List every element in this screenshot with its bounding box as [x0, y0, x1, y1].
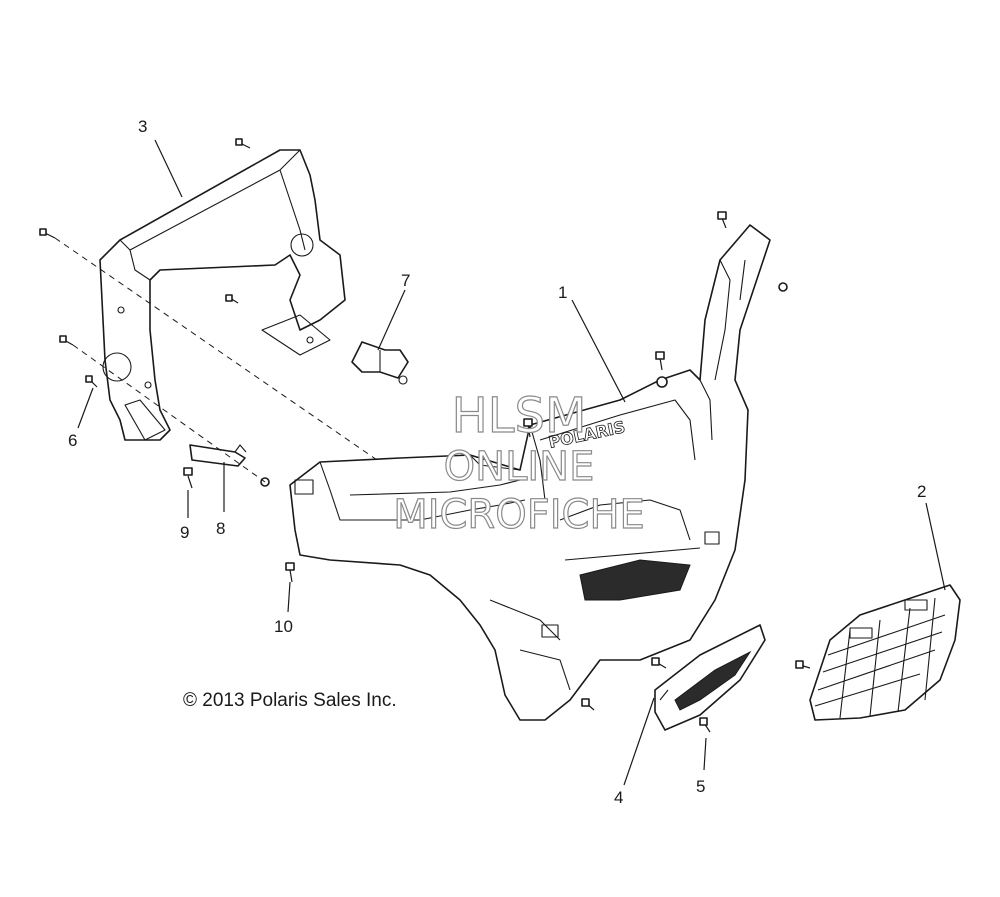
part-8-clip	[189, 444, 247, 467]
callout-6: 6	[68, 431, 77, 450]
fasteners	[39, 138, 811, 733]
screw-icon	[85, 375, 98, 388]
callout-10: 10	[274, 617, 293, 636]
screw-icon	[699, 717, 711, 733]
watermark-line-1: HLSM	[452, 388, 587, 444]
screw-icon	[39, 228, 56, 239]
watermark-line-2: ONLINE	[444, 444, 595, 490]
copyright-notice: © 2013 Polaris Sales Inc.	[183, 690, 397, 711]
callout-3: 3	[138, 117, 147, 136]
screw-icon	[656, 376, 668, 388]
alignment-line	[72, 344, 266, 483]
part-7-bracket	[351, 341, 409, 385]
screw-icon	[581, 698, 595, 711]
callout-7: 7	[401, 271, 410, 290]
screw-icon	[235, 138, 251, 149]
callout-9: 9	[180, 523, 189, 542]
callout-5: 5	[696, 777, 705, 796]
part-4-lower-grille	[654, 624, 766, 731]
screw-icon	[655, 351, 665, 371]
part-2-grille-screen	[809, 584, 961, 721]
screw-icon	[717, 211, 727, 229]
screw-icon	[59, 335, 74, 346]
screw-icon	[523, 418, 533, 438]
screw-icon	[651, 657, 667, 669]
screw-icon	[778, 282, 788, 292]
watermark: HLSM ONLINE MICROFICHE	[393, 387, 646, 538]
part-1-front-fascia: POLARIS	[289, 224, 771, 721]
watermark-line-3: MICROFICHE	[393, 492, 645, 538]
screw-icon	[183, 467, 193, 489]
screw-icon	[795, 660, 811, 669]
callout-2: 2	[917, 482, 926, 501]
callout-1: 1	[558, 283, 567, 302]
part-3-shroud	[99, 149, 346, 441]
callout-8: 8	[216, 519, 225, 538]
screw-icon	[225, 294, 239, 304]
leader-lines	[77, 139, 946, 786]
callout-4: 4	[614, 788, 623, 807]
screw-icon	[285, 562, 295, 583]
